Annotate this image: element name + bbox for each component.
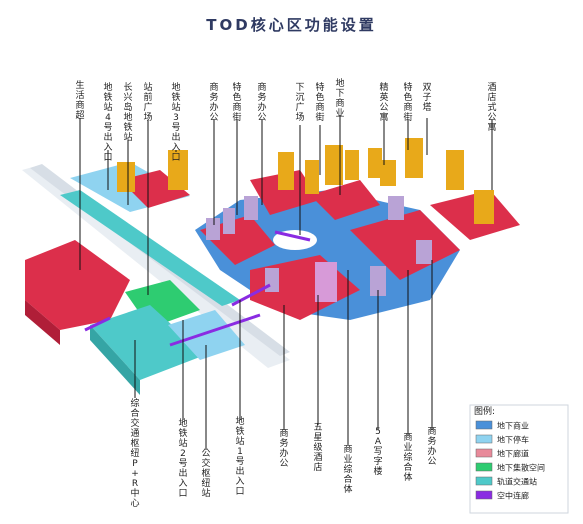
legend-label: 地下集散空间 (497, 463, 545, 473)
legend-swatch (475, 434, 493, 444)
top-label: 精英公寓 (379, 81, 388, 123)
skybridge (169, 313, 261, 347)
bottom-label: 商务办公 (279, 427, 288, 469)
top-label: 地下商业 (335, 77, 344, 119)
legend-label: 地下廊道 (497, 449, 529, 459)
legend-swatch (475, 476, 493, 486)
top-label: 生活商超 (75, 79, 84, 121)
bottom-label: 公交枢纽站 (201, 448, 210, 499)
transport-hub-pr (90, 305, 205, 380)
legend-label: 轨道交通站 (497, 477, 537, 487)
diagram-title: TOD核心区功能设置 (206, 16, 377, 34)
top-label: 特色商街 (315, 81, 324, 123)
bottom-label: 商业综合体 (343, 443, 352, 495)
top-label: 站前广场 (143, 81, 152, 123)
skybridge (231, 283, 271, 307)
top-label: 长兴岛地铁站 (123, 81, 132, 143)
legend-swatch (475, 448, 493, 458)
legend-swatch (475, 462, 493, 472)
tower (223, 208, 235, 234)
legend-label: 地下商业 (497, 421, 529, 431)
top-label: 商务办公 (257, 81, 266, 123)
rail-station (60, 190, 240, 306)
top-label: 下沉广场 (295, 83, 304, 123)
left-district (25, 150, 261, 395)
top-label: 酒店式公寓 (487, 82, 496, 133)
tower (388, 196, 404, 220)
tower (117, 162, 135, 192)
top-label: 特色商街 (232, 81, 241, 123)
legend-label: 地下停车 (497, 435, 529, 445)
tower (325, 145, 343, 185)
legend-label: 空中连廊 (497, 491, 529, 501)
right-district (195, 138, 520, 320)
legend-title: 图例: (474, 405, 495, 417)
tower (345, 150, 359, 180)
tower (168, 150, 188, 190)
skybridge (274, 230, 311, 242)
tower (244, 196, 258, 220)
tower (474, 190, 494, 224)
twin-tower (405, 138, 423, 178)
shopping-center (25, 240, 130, 330)
tower (380, 160, 396, 186)
bottom-label: 商业综合体 (403, 431, 412, 483)
tower (305, 160, 319, 194)
legend-swatch (475, 420, 493, 430)
bus-terminal (168, 310, 245, 360)
top-label: 商务办公 (209, 81, 218, 123)
tower (370, 266, 386, 296)
station-plaza-block (120, 170, 190, 208)
tower (265, 268, 279, 292)
legend-swatch (475, 490, 493, 500)
bottom-leader-lines (134, 260, 433, 450)
top-leader-lines (79, 115, 493, 295)
top-label: 双子塔 (422, 82, 431, 113)
tower (278, 152, 294, 190)
tower (416, 240, 432, 264)
twin-tower (446, 150, 464, 190)
tower (206, 218, 220, 240)
bottom-label: 五星级酒店 (313, 423, 322, 473)
bottom-label: 商务办公 (427, 425, 436, 467)
tower (368, 148, 382, 178)
skybridge (84, 316, 111, 332)
top-label: 特色商街 (403, 81, 412, 123)
hotel-tower (315, 262, 337, 302)
